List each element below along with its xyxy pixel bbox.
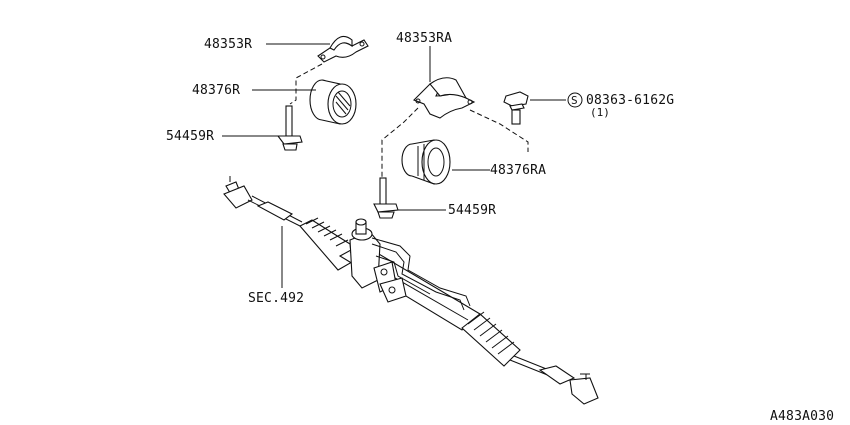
steering-rack-assembly [223,176,599,405]
clamp-48353r [317,35,369,63]
stud-54459r [276,105,303,151]
stud-54459r-right [373,177,399,219]
label-48376ra: 48376RA [490,163,546,178]
insulator-48376r [309,79,357,125]
alignment-dash-left [289,63,323,105]
bolt-08363-6162g [503,91,529,125]
label-48353ra: 48353RA [396,31,452,46]
bolt-prefix-icon: S [567,92,583,108]
insulator-48376ra [401,139,451,185]
alignment-dash-bolt [469,109,529,152]
label-48376r: 48376R [192,83,240,98]
svg-text:S: S [571,94,578,107]
label-bolt-qty: (1) [590,106,610,119]
label-54459r-left: 54459R [166,129,214,144]
label-sec-492: SEC.492 [248,291,304,306]
label-48353r: 48353R [204,37,252,52]
label-54459r-right: 54459R [448,203,496,218]
alignment-dash-stud [381,107,419,178]
label-08363-6162g: 08363-6162G [586,93,674,108]
clamp-48353ra [413,77,476,119]
drawing-id: A483A030 [770,409,834,424]
